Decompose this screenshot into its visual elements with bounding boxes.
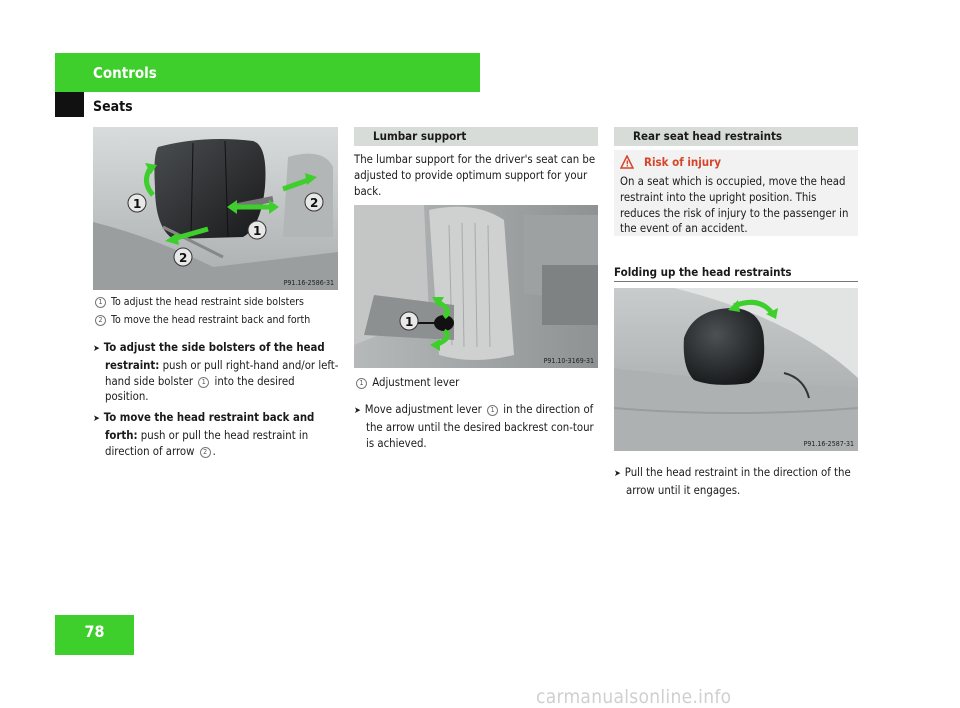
- chapter-header-bar: [55, 53, 480, 92]
- callout-1: 1: [133, 197, 141, 211]
- warning-title: Risk of injury: [644, 155, 722, 169]
- lumbar-step: ➤Move adjustment lever 1 in the directio…: [354, 403, 594, 450]
- rear-step: ➤Pull the head restraint in the directio…: [614, 466, 851, 497]
- legend-item-2: 2 To move the head restraint back and fo…: [93, 313, 343, 329]
- lumbar-intro: The lumbar support for the driver's seat…: [354, 153, 596, 198]
- figure-code: P91.16-2586-31: [283, 279, 334, 287]
- warning-icon: !: [619, 154, 635, 173]
- svg-text:!: !: [626, 160, 630, 169]
- page-number-box: [55, 615, 134, 655]
- warning-text: On a seat which is occupied, move the he…: [620, 175, 849, 236]
- lumbar-figure: 1 P91.10-3169-31: [354, 205, 598, 368]
- section-marker: [55, 92, 84, 117]
- lumbar-support-heading: Lumbar support: [354, 127, 598, 146]
- legend-item-1: 1 To adjust the head restraint side bols…: [93, 295, 343, 311]
- rear-head-restraints-heading: Rear seat head restraints: [614, 127, 858, 146]
- folding-subtitle: Folding up the head restraints: [614, 265, 792, 279]
- figure-code-rear: P91.16-2587-31: [803, 440, 854, 448]
- head-restraint-figure: 1 2 1 2 P91.16-2586-31: [93, 127, 338, 290]
- page-number: 78: [84, 622, 105, 641]
- watermark: carmanualsonline.info: [536, 686, 732, 708]
- rear-restraint-figure: P91.16-2587-31: [614, 288, 858, 451]
- subtitle-rule: [614, 281, 858, 282]
- warning-box: ! Risk of injury On a seat which is occu…: [614, 150, 858, 236]
- chapter-title: Controls: [93, 64, 157, 82]
- callout-lever: 1: [405, 315, 413, 329]
- callout-2b: 2: [179, 251, 187, 265]
- step-back-forth: ➤To move the head restraint back and for…: [93, 411, 315, 458]
- callout-1b: 1: [253, 224, 261, 238]
- section-title: Seats: [93, 99, 133, 115]
- lumbar-legend-item: 1 Adjustment lever: [354, 375, 600, 391]
- callout-2: 2: [310, 196, 318, 210]
- figure-code-lumbar: P91.10-3169-31: [543, 357, 594, 365]
- step-side-bolsters: ➤To adjust the side bolsters of the head…: [93, 341, 339, 404]
